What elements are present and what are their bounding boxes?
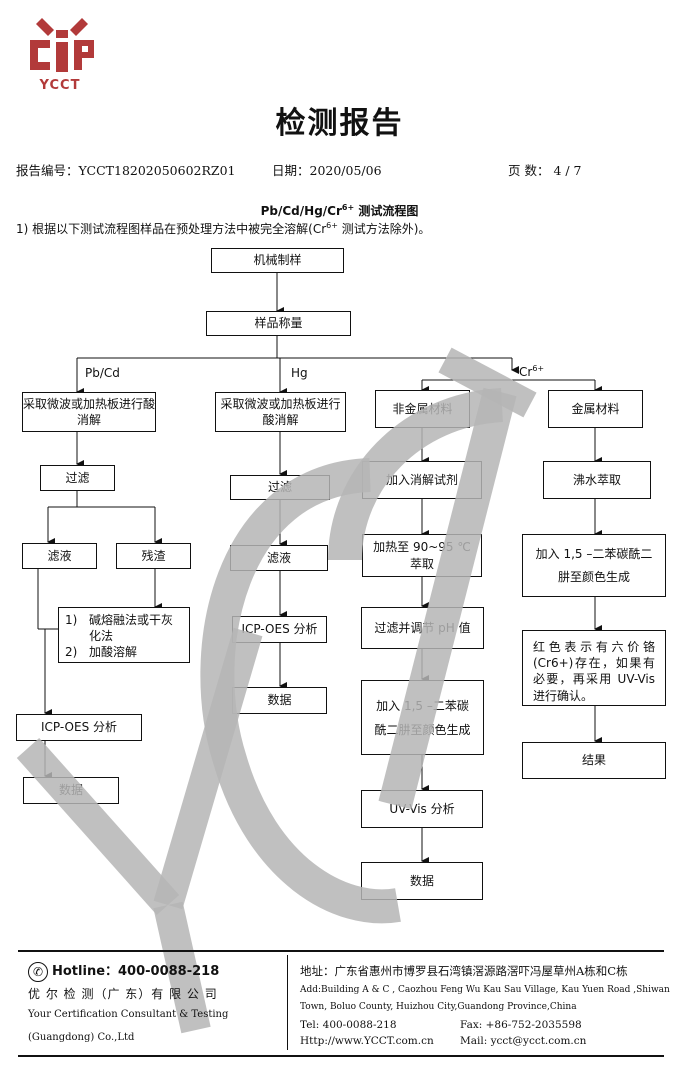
tel: Tel: 400-0088-218 — [300, 1019, 397, 1031]
red-note-box: 红色表示有六价铬(Cr6+)存在，如果有必要，再采用 UV-Vis 进行确认。 — [522, 630, 666, 706]
metal-box: 金属材料 — [548, 390, 643, 428]
address-en-1: Add:Building A & C , Caozhou Feng Wu Kau… — [300, 985, 670, 995]
report-number: 报告编号：YCCT18202050602RZ01 — [16, 163, 236, 178]
metal-color-box: 加入 1,5 –二苯碳酰二肼至颜色生成 — [522, 534, 666, 597]
pbcd-data-box: 数据 — [23, 777, 119, 804]
pbcd-icp-box: ICP-OES 分析 — [16, 714, 142, 741]
boil-extract-box: 沸水萃取 — [543, 461, 651, 499]
filtrate-box: 滤液 — [22, 543, 97, 569]
company-name-cn: 优 尔 检 测（广 东）有 限 公 司 — [28, 987, 218, 1001]
hg-filtrate-box: 滤液 — [230, 545, 328, 571]
heat-extract-box: 加热至 90~95 ℃ 萃取 — [362, 534, 482, 577]
phone-icon: ✆ — [28, 961, 48, 982]
address-cn: 地址：广东省惠州市博罗县石湾镇滘源路滘吓冯屋草州A栋和C栋 — [300, 964, 628, 978]
hg-data-box: 数据 — [232, 687, 327, 714]
website-link[interactable]: Http://www.YCCT.com.cn — [300, 1035, 434, 1047]
pbcd-filter-box: 过滤 — [40, 465, 115, 491]
hg-filter-box: 过滤 — [230, 475, 330, 500]
report-date: 日期：2020/05/06 — [272, 163, 382, 178]
add-digest-reagent-box: 加入消解试剂 — [362, 461, 482, 499]
uvvis-box: UV-Vis 分析 — [361, 790, 483, 828]
label-cr6: Cr6+ — [519, 364, 545, 379]
fax: Fax: +86-752-2035598 — [460, 1019, 582, 1031]
page-count: 页 数： 4 / 7 — [508, 163, 582, 178]
machining-box: 机械制样 — [211, 248, 344, 273]
result-box: 结果 — [522, 742, 666, 779]
footer-vertical-divider — [287, 955, 288, 1050]
logo-text: YCCT — [39, 78, 81, 93]
filter-ph-box: 过滤并调节 pH 值 — [361, 607, 484, 649]
address-en-2: Town, Boluo County, Huizhou City,Guandon… — [300, 1002, 577, 1012]
ycct-logo-icon — [30, 18, 94, 72]
footer-bottom-divider — [18, 1055, 664, 1057]
email-link[interactable]: Mail: ycct@ycct.com.cn — [460, 1035, 587, 1047]
residue-treatment-box: 1)碱熔融法或干灰化法 2)加酸溶解 — [58, 607, 190, 663]
flowchart-note: 1) 根据以下测试流程图样品在预处理方法中被完全溶解(Cr6+ 测试方法除外)。 — [16, 221, 431, 236]
hg-digest-box: 采取微波或加热板进行酸消解 — [215, 392, 346, 432]
nonmetal-box: 非金属材料 — [375, 390, 470, 428]
company-name-en-1: Your Certification Consultant & Testing — [28, 1009, 229, 1020]
page-title: 检测报告 — [275, 106, 404, 141]
hotline: ✆Hotline：400-0088-218 — [28, 960, 219, 982]
label-pb-cd: Pb/Cd — [85, 366, 120, 380]
pbcd-digest-box: 采取微波或加热板进行酸消解 — [22, 392, 156, 432]
uv-data-box: 数据 — [361, 862, 483, 900]
footer-top-divider — [18, 950, 664, 952]
company-name-en-2: (Guangdong) Co.,Ltd — [28, 1032, 135, 1043]
flowchart-title: Pb/Cd/Hg/Cr6+ 测试流程图 — [260, 203, 419, 218]
residue-box: 残渣 — [116, 543, 191, 569]
weighing-box: 样品称量 — [206, 311, 351, 336]
hg-icp-box: ICP-OES 分析 — [232, 616, 327, 643]
nonmetal-color-box: 加入 1,5 –二苯碳酰二肼至颜色生成 — [361, 680, 484, 755]
label-hg: Hg — [291, 366, 308, 380]
